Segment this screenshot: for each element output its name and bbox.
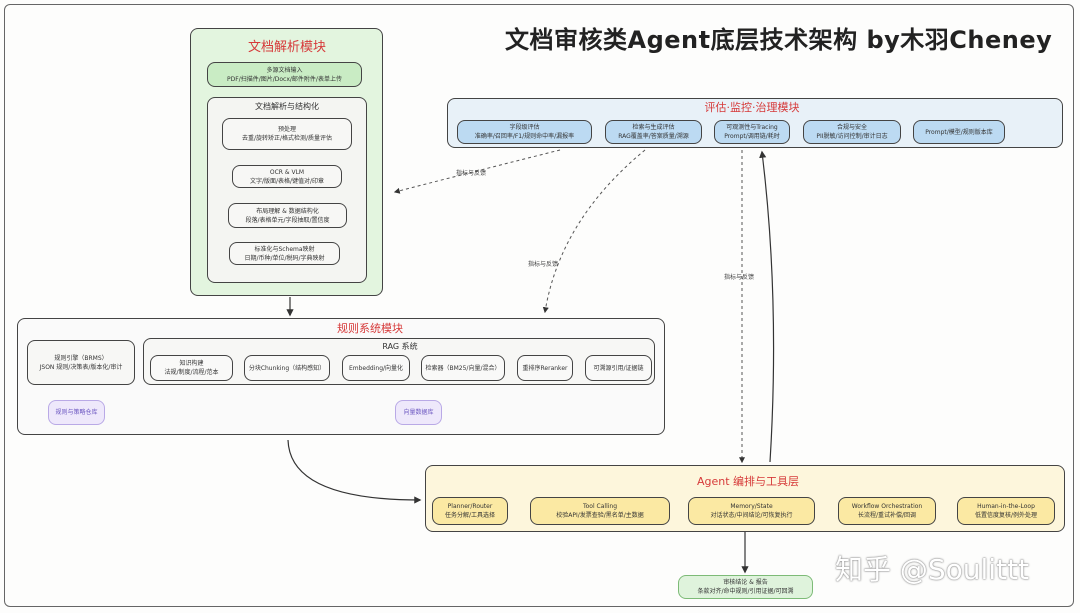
- edge-label: 指标与反馈: [456, 170, 487, 177]
- rag-item-desc: 可溯源引用/证据链: [593, 364, 644, 372]
- agent-item: Memory/State 对话状态/中间结论/可恢复执行: [688, 497, 815, 525]
- step-desc: 段落/表格单元/字段抽取/置信度: [245, 216, 330, 224]
- eval-item: 合规与安全 PII脱敏/访问控制/审计日志: [803, 120, 901, 144]
- eval-item-desc: Prompt/模型/规则版本库: [925, 128, 993, 136]
- eval-item: 检索与生成评估 RAG覆盖率/答案质量/溯源: [605, 120, 702, 144]
- rag-item: 检索器（BM25/向量/混合）: [421, 355, 505, 381]
- input-title: 多源文档输入: [266, 66, 303, 74]
- parsing-module-title: 文档解析模块: [247, 40, 327, 55]
- input-desc: PDF/扫描件/图片/Docx/邮件附件/表单上传: [227, 75, 342, 83]
- input-box: 多源文档输入 PDF/扫描件/图片/Docx/邮件附件/表单上传: [207, 62, 362, 87]
- rag-item-desc: 重排序Reranker: [522, 364, 568, 372]
- arrow-agent-to-eval: [759, 150, 775, 463]
- agent-item-desc: 长流程/重试补偿/回调: [857, 512, 917, 519]
- rag-item-desc: 分块Chunking（结构感知）: [248, 364, 326, 372]
- agent-item-title: Memory/State: [730, 503, 773, 510]
- edge-label: 指标与反馈: [528, 261, 559, 268]
- rag-item: 知识构建法规/制度/流程/范本: [150, 355, 233, 381]
- eval-item-title: 检索与生成评估: [632, 124, 675, 131]
- watermark: 知乎 @Soulittt: [835, 553, 1030, 586]
- step-box: 标准化与Schema映射日期/币种/单位/税码/字典映射: [229, 242, 340, 265]
- eval-item: Prompt/模型/规则版本库: [913, 120, 1005, 144]
- arrow-eval-to-parsing: [393, 149, 561, 194]
- rule-engine-title: 规则引擎（BRMS）: [54, 354, 108, 362]
- diagram-title: 文档审核类Agent底层技术架构 by木羽Cheney: [505, 26, 1053, 54]
- agent-item-title: Tool Calling: [582, 503, 618, 510]
- output-box: 审核结论 & 报告条款对齐/命中规则/引用证据/可回溯: [678, 575, 813, 599]
- agent-item-desc: 任务分解/工具选择: [444, 512, 496, 519]
- output-desc: 条款对齐/命中规则/引用证据/可回溯: [697, 588, 794, 595]
- agent-module-title: Agent 编排与工具层: [696, 475, 800, 488]
- step-desc: 日期/币种/单位/税码/字典映射: [244, 254, 325, 262]
- rag-item-desc: 法规/制度/流程/范本: [164, 369, 219, 376]
- step-box: 预处理去重/旋转矫正/格式检测/质量评估: [222, 118, 352, 150]
- step-title: 预处理: [277, 126, 296, 133]
- agent-item-desc: 对话状态/中间结论/可恢复执行: [710, 512, 793, 519]
- step-desc: 去重/旋转矫正/格式检测/质量评估: [241, 135, 333, 142]
- step-title: OCR & VLM: [269, 168, 305, 176]
- rag-item: Embedding/向量化: [342, 355, 410, 381]
- rule-store-box: 规则与策略仓库: [48, 400, 105, 425]
- eval-item-title: 字段级评估: [509, 124, 540, 131]
- step-title: 布局理解 & 数据结构化: [256, 207, 319, 215]
- outer-frame: [4, 4, 1074, 607]
- agent-item-desc: 低置信度复核/例外处理: [974, 512, 1038, 519]
- agent-item: Planner/Router 任务分解/工具选择: [432, 497, 508, 525]
- step-desc: 文字/版面/表格/键值对/印章: [249, 177, 325, 185]
- eval-item-title: 合规与安全: [836, 124, 867, 131]
- agent-item: Tool Calling 校验API/发票查验/黑名单/主数据: [530, 497, 670, 525]
- parsing-inner-title: 文档解析与结构化: [255, 102, 319, 111]
- rag-item: 重排序Reranker: [517, 355, 573, 381]
- eval-item-desc: 准确率/召回率/F1/规则命中率/漏报率: [474, 133, 575, 140]
- edge-label: 指标与反馈: [724, 274, 755, 281]
- step-title: 标准化与Schema映射: [254, 245, 315, 253]
- agent-item: Human-in-the-Loop 低置信度复核/例外处理: [957, 497, 1055, 525]
- agent-item: Workflow Orchestration 长流程/重试补偿/回调: [838, 497, 936, 525]
- rag-item: 可溯源引用/证据链: [585, 355, 652, 381]
- rag-item: 分块Chunking（结构感知）: [244, 355, 330, 381]
- eval-item: 字段级评估准确率/召回率/F1/规则命中率/漏报率: [457, 120, 592, 144]
- eval-item-desc: RAG覆盖率/答案质量/溯源: [618, 133, 689, 140]
- agent-item-title: Human-in-the-Loop: [977, 503, 1035, 510]
- rag-title: RAG 系统: [382, 342, 418, 351]
- rag-item-title: 知识构建: [179, 360, 204, 367]
- rag-item-desc: Embedding/向量化: [348, 364, 404, 372]
- agent-item-title: Workflow Orchestration: [851, 503, 923, 510]
- eval-item-title: 可观测性与Tracing: [726, 124, 778, 131]
- rag-item-desc: 检索器（BM25/向量/混合）: [425, 364, 501, 372]
- rule-engine-box: 规则引擎（BRMS）JSON 规则/决策表/版本化/审计: [27, 340, 135, 385]
- arrow-rules-to-agent: [287, 439, 422, 504]
- rules-module-title: 规则系统模块: [337, 322, 403, 335]
- eval-item-desc: PII脱敏/访问控制/审计日志: [816, 133, 888, 140]
- agent-item-title: Planner/Router: [447, 503, 493, 510]
- step-box: 布局理解 & 数据结构化段落/表格单元/字段抽取/置信度: [228, 203, 347, 228]
- eval-module-title: 评估·监控·治理模块: [704, 101, 800, 114]
- vector-db-box: 向量数据库: [395, 400, 442, 425]
- output-title: 审核结论 & 报告: [723, 579, 768, 586]
- arrow-eval-to-rules: [542, 149, 646, 314]
- rule-engine-desc: JSON 规则/决策表/版本化/审计: [39, 363, 123, 371]
- agent-item-desc: 校验API/发票查验/黑名单/主数据: [556, 512, 644, 519]
- eval-item-desc: Prompt/调用链/耗时: [724, 133, 780, 140]
